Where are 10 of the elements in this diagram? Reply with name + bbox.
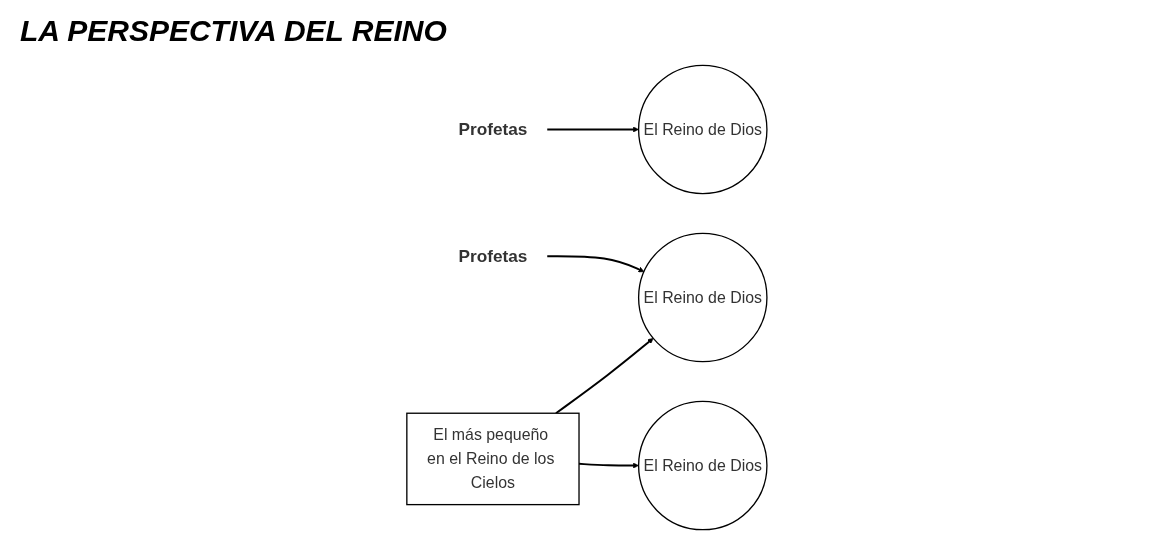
node-text: Profetas xyxy=(458,245,528,266)
node-text: Profetas xyxy=(458,119,528,140)
arrow xyxy=(555,338,654,415)
diagram-title: LA PERSPECTIVA DEL REINO xyxy=(20,14,447,48)
node-circle: El Reino de Dios xyxy=(638,232,768,363)
node-circle: El Reino de Dios xyxy=(638,400,768,531)
node-circle: El Reino de Dios xyxy=(638,64,768,195)
arrow xyxy=(546,255,645,273)
node-box: El más pequeño en el Reino de los Cielos xyxy=(406,412,580,506)
arrow xyxy=(546,126,639,133)
